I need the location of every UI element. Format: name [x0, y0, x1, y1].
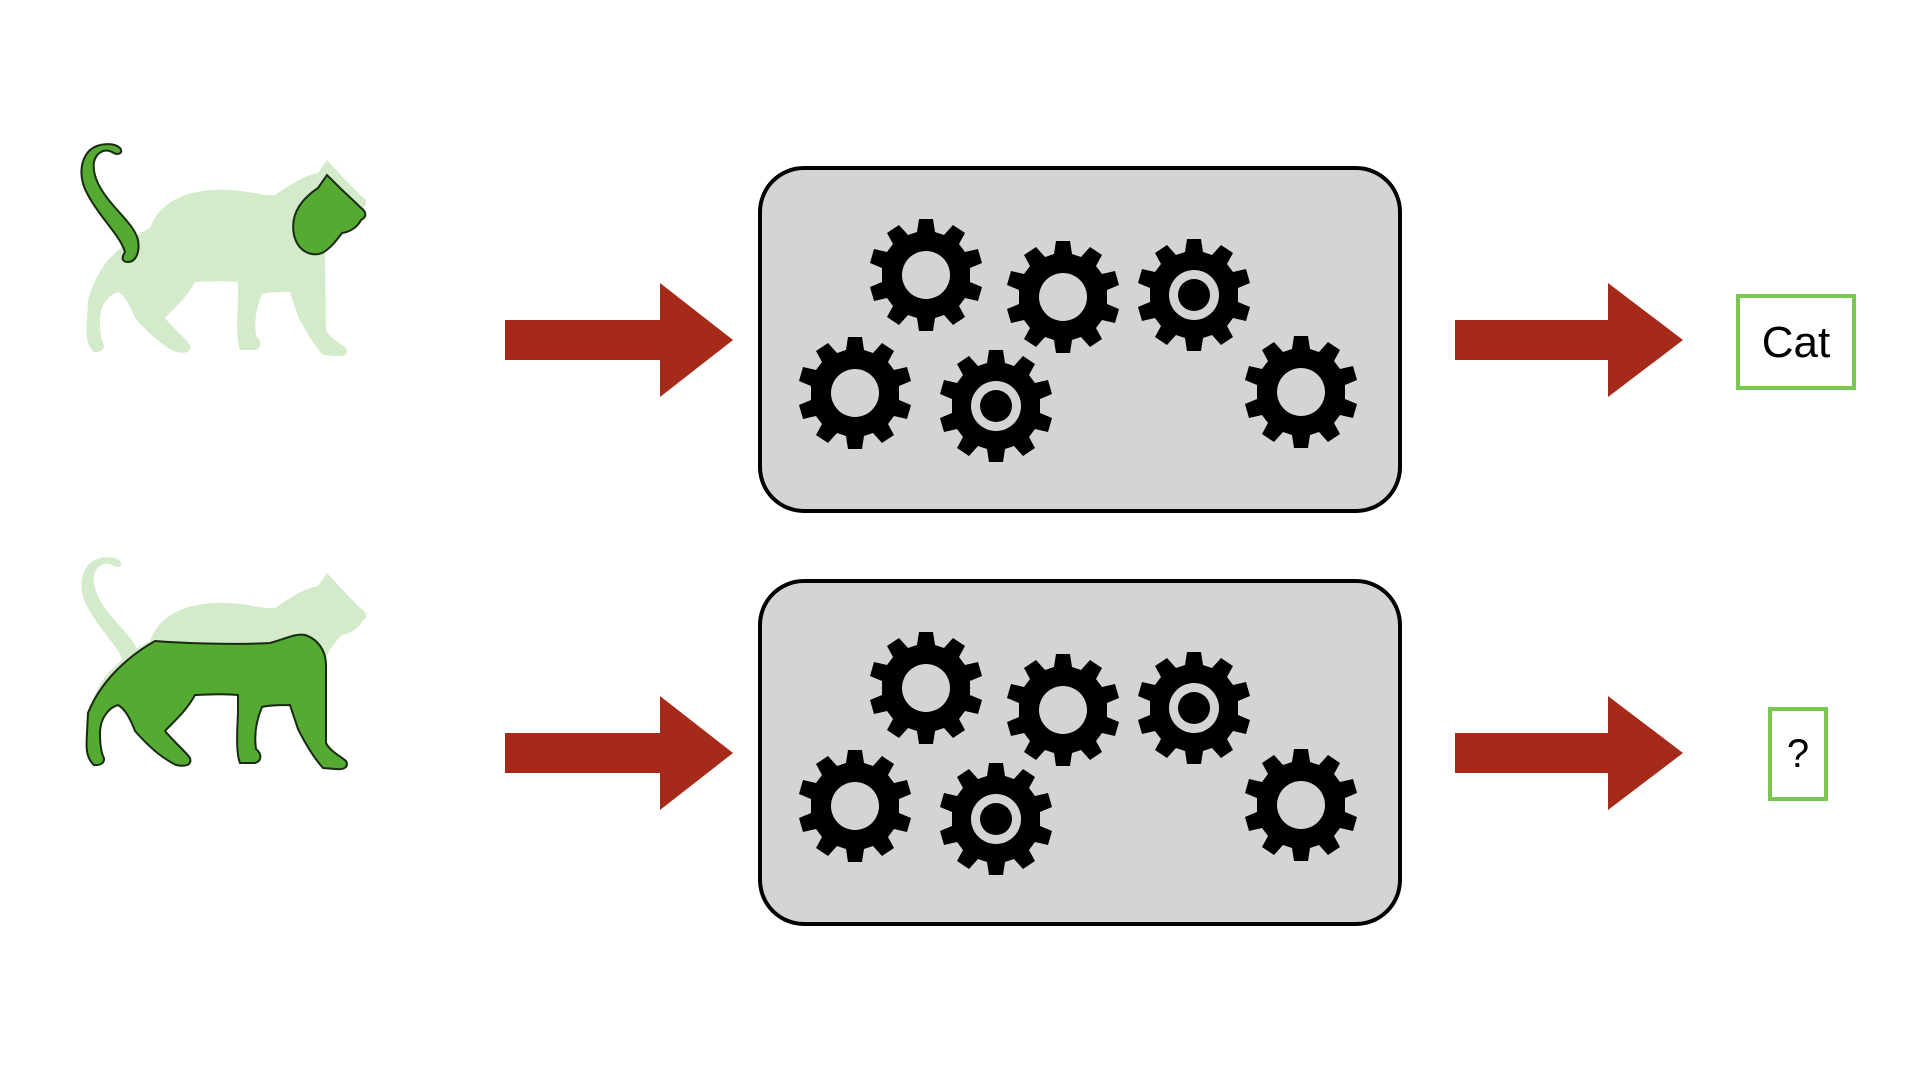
cat-image-head-highlight — [80, 143, 367, 357]
output-arrow — [1455, 283, 1683, 397]
gears-icon — [799, 632, 1357, 875]
input-arrow — [505, 696, 733, 810]
model-box — [758, 166, 1402, 513]
output-label: Cat — [1762, 318, 1830, 367]
output-label: ? — [1787, 732, 1809, 776]
input-arrow — [505, 283, 733, 397]
gears-icon — [799, 219, 1357, 462]
row-top: Cat — [80, 143, 1856, 513]
model-box — [758, 579, 1402, 926]
cat-image-body-highlight — [81, 557, 367, 771]
row-bottom: ? — [81, 557, 1828, 926]
output-label-box: ? — [1768, 707, 1828, 801]
output-label-box: Cat — [1736, 294, 1856, 390]
output-arrow — [1455, 696, 1683, 810]
